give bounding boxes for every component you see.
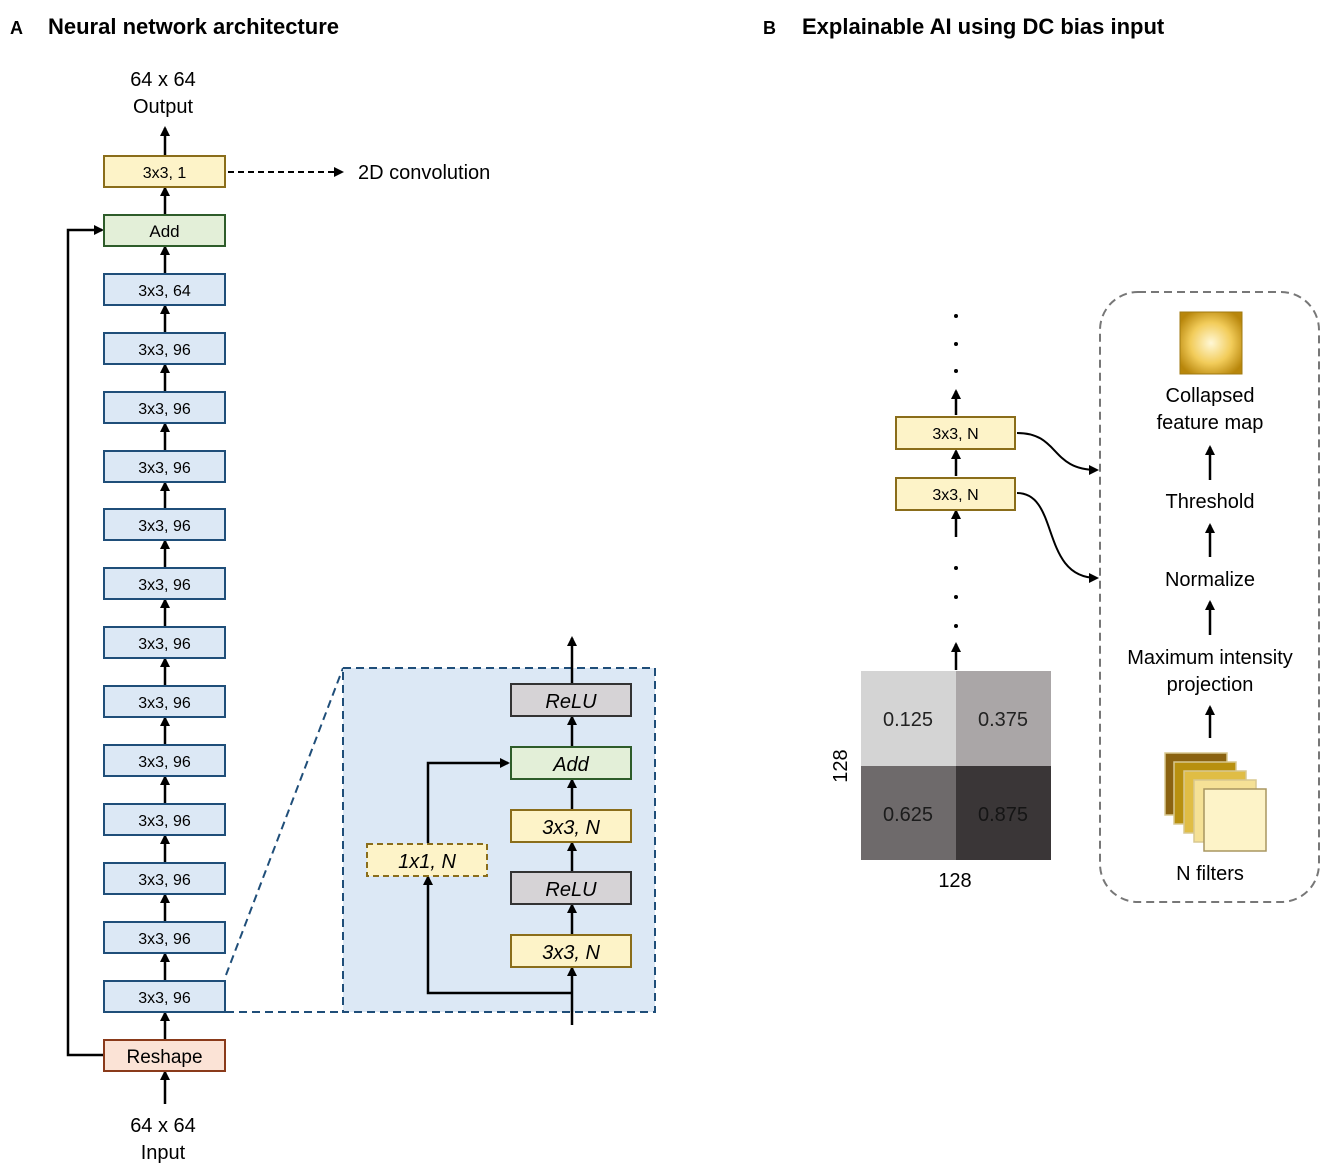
output-conv-label: 3x3, 1 [143,165,187,182]
conv-block-96 [103,567,226,600]
conv-label-96: 3x3, 96 [138,401,191,418]
dc-bias-input-grid [861,671,1051,860]
add-block [103,214,226,247]
conv-block-96-zoomed [103,980,226,1013]
conv-label-96: 3x3, 96 [138,695,191,712]
zoom-guide-lines [225,667,344,1013]
conv-block-96 [103,685,226,718]
conv-block-96 [103,862,226,895]
xai-pipeline-box [1099,291,1320,903]
grid-value: 0.125 [883,709,933,731]
collapsed-feature-map-image [1179,311,1243,375]
ellipsis-dots [954,314,958,628]
zoom-relu-top-block [510,683,632,717]
grid-y-label: 128 [830,749,852,782]
conv-stack [103,273,226,1013]
zoom-relu-top-label: ReLU [545,691,597,713]
conv-label-96: 3x3, 96 [138,518,191,535]
conv-label-96: 3x3, 96 [138,813,191,830]
conv-label-96: 3x3, 96 [138,990,191,1007]
add-label: Add [149,222,179,241]
conv-annotation-label: 2D convolution [358,162,490,184]
zoom-relu-bottom-label: ReLU [545,879,597,901]
reshape-block [103,1039,226,1072]
mip-label-2: projection [1167,674,1254,696]
grid-x-label: 128 [938,870,971,892]
zoom-add-block [510,746,632,780]
grid-value: 0.625 [883,804,933,826]
filters-label: N filters [1176,863,1244,885]
mip-label-1: Maximum intensity [1127,647,1293,669]
conv-block-96 [103,450,226,483]
conv-block-96 [103,744,226,777]
conv-label-64: 3x3, 64 [138,283,191,300]
zoom-conv-lower-label: 3x3, N [542,942,600,964]
conv-label-96: 3x3, 96 [138,636,191,653]
conv-label-96: 3x3, 96 [138,931,191,948]
grid-cell [861,671,956,766]
conv-block-96 [103,803,226,836]
layer-label-upper: 3x3, N [932,426,978,443]
conv-stack-labels: 3x3, 64 3x3, 96 3x3, 96 3x3, 96 3x3, 96 … [138,283,191,1007]
conv-block-96 [103,626,226,659]
conv-block-64 [103,273,226,306]
conv-block-96 [103,921,226,954]
grid-cell [861,766,956,860]
collapsed-label-2: feature map [1157,412,1264,434]
output-conv-block [103,155,226,188]
conv-label-96: 3x3, 96 [138,342,191,359]
output-label: Output [133,96,193,118]
output-size-label: 64 x 64 [130,69,196,91]
input-label: Input [141,1142,186,1164]
grid-cell [956,671,1051,766]
zoom-conv-lower-block [510,934,632,968]
layer-label-lower: 3x3, N [932,487,978,504]
conv-block-96 [103,508,226,541]
conv-label-96: 3x3, 96 [138,577,191,594]
layer-block-lower [895,477,1016,511]
grid-value: 0.375 [978,709,1028,731]
zoom-arrows [423,636,577,1025]
zoom-add-label: Add [552,754,589,776]
zoom-relu-bottom-block [510,871,632,905]
filter-stack-icon [1164,752,1267,852]
conv-block-96 [103,391,226,424]
grid-value: 0.875 [978,804,1028,826]
feature-extraction-arrows [1016,432,1099,583]
main-arrows [66,126,170,1104]
zoom-conv-upper-block [510,809,632,843]
zoom-shortcut-label: 1x1, N [398,851,456,873]
conv-label-96: 3x3, 96 [138,754,191,771]
panel-b-title: Explainable AI using DC bias input [802,14,1165,39]
collapsed-label-1: Collapsed [1166,385,1255,407]
zoom-conv-upper-label: 3x3, N [542,817,600,839]
normalize-label: Normalize [1165,569,1255,591]
conv-label-96: 3x3, 96 [138,460,191,477]
conv-block-96 [103,332,226,365]
input-size-label: 64 x 64 [130,1115,196,1137]
threshold-label: Threshold [1166,491,1255,513]
panel-a-letter: A [10,18,23,38]
panel-b-letter: B [763,18,776,38]
zoom-shortcut-block [366,843,488,877]
reshape-label: Reshape [126,1047,202,1068]
layer-block-upper [895,416,1016,450]
panel-a-title: Neural network architecture [48,14,339,39]
grid-cell [956,766,1051,860]
conv-label-96: 3x3, 96 [138,872,191,889]
